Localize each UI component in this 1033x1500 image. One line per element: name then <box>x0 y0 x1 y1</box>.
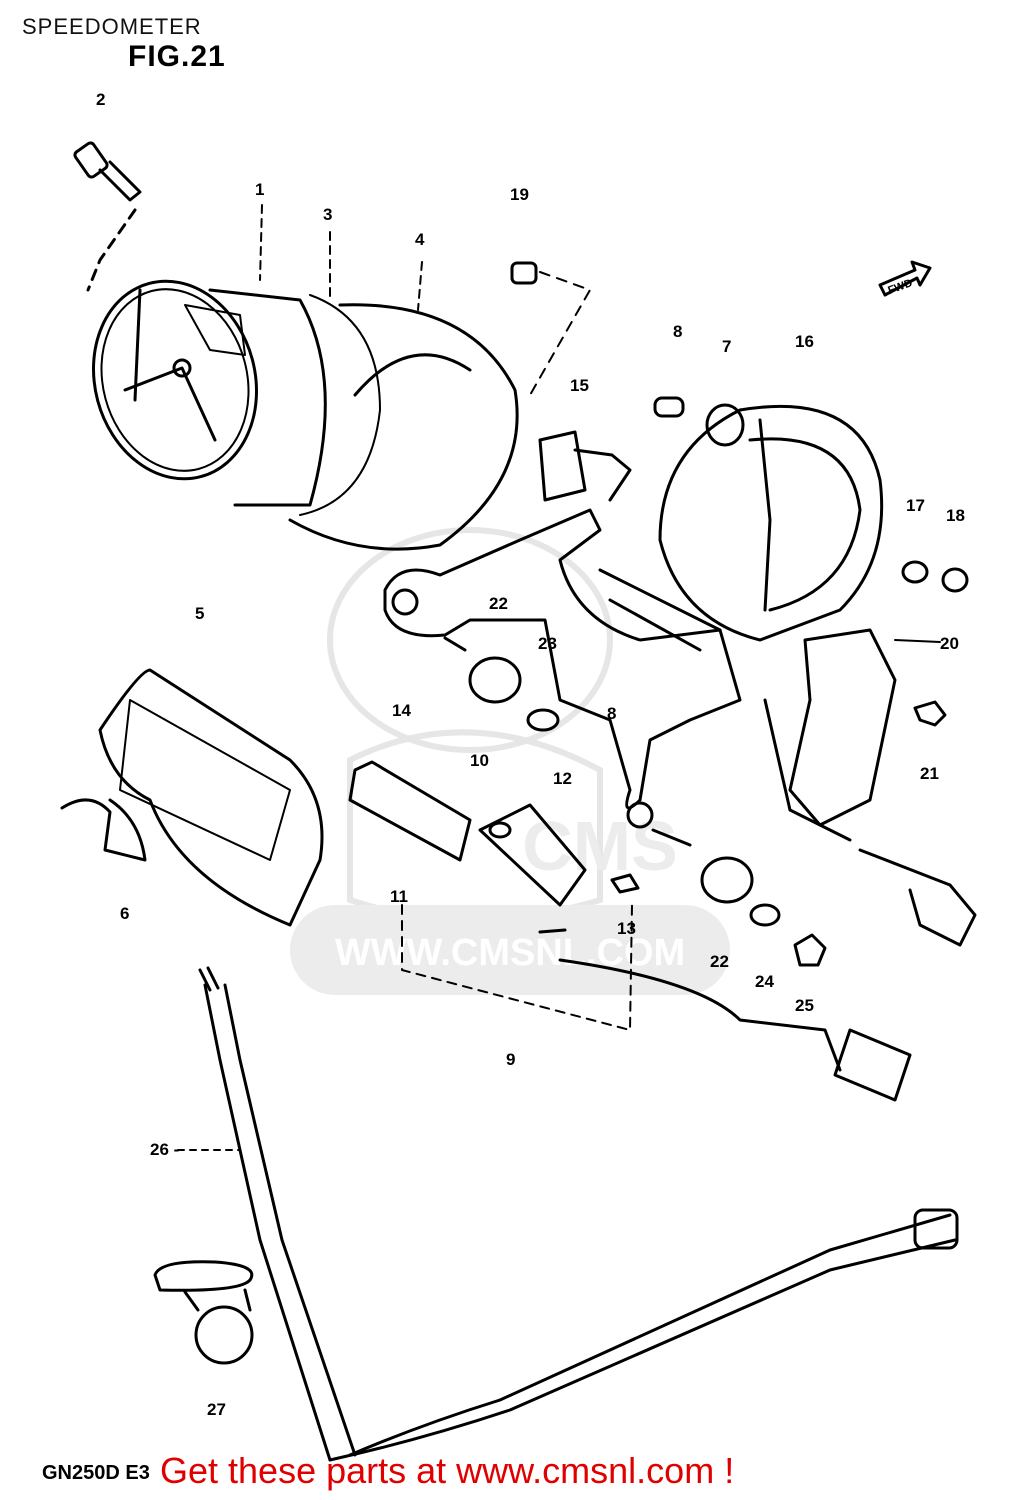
forward-arrow-icon: FWD <box>878 260 932 297</box>
bulb-part-10 <box>488 821 512 839</box>
callout-5: 5 <box>195 604 205 623</box>
callout-23: 23 <box>538 634 557 653</box>
washer-part-17 <box>901 560 929 584</box>
watermark-logo: CMS <box>522 807 678 885</box>
callout-9: 9 <box>506 1050 516 1069</box>
socket-part-7 <box>705 403 745 447</box>
cable-guide-part-27 <box>153 1260 254 1365</box>
speedometer-meter-part-1 <box>92 279 327 507</box>
washer-part-23 <box>526 708 560 732</box>
gasket-ring-part-3 <box>299 294 381 516</box>
cushion-part-22-a <box>468 656 522 704</box>
nut-part-18 <box>941 567 969 593</box>
nut-part-25 <box>793 933 827 967</box>
callout-21: 21 <box>920 764 939 783</box>
grommet-part-19 <box>510 261 538 285</box>
indicator-panel-part-5 <box>98 668 324 927</box>
callout-8b: 8 <box>607 704 617 723</box>
callout-22a: 22 <box>489 594 508 613</box>
callout-26: 26 - <box>150 1140 180 1159</box>
promo-link[interactable]: Get these parts at www.cmsnl.com ! <box>160 1450 735 1491</box>
callout-2: 2 <box>96 90 106 109</box>
callout-17: 17 <box>906 496 925 515</box>
mount-bracket-part-20 <box>763 628 977 947</box>
callout-15: 15 <box>570 376 589 395</box>
bulb-socket-part-2 <box>73 141 142 202</box>
callout-25: 25 <box>795 996 814 1015</box>
watermark-url: WWW.CMSNL.COM <box>335 932 685 974</box>
screw-part-21 <box>913 700 947 727</box>
meter-bracket-part-14 <box>383 508 742 847</box>
callout-12: 12 <box>553 769 572 788</box>
callout-24: 24 <box>755 972 774 991</box>
callout-22b: 22 <box>710 952 729 971</box>
callout-8a: 8 <box>673 322 683 341</box>
model-code: GN250D E3 <box>42 1462 150 1484</box>
indicator-housing-part-16 <box>658 404 884 642</box>
callout-14: 14 <box>392 701 411 720</box>
callout-7: 7 <box>722 337 732 356</box>
cushion-part-22-b <box>700 856 754 904</box>
diagram-title: SPEEDOMETER <box>22 14 202 39</box>
connector-part-9 <box>833 1028 912 1102</box>
callout-3: 3 <box>323 205 333 224</box>
callout-20: 20 <box>940 634 959 653</box>
watermark: WWW.CMSNL.COM CMS <box>290 527 730 995</box>
callout-1: 1 <box>255 180 265 199</box>
callout-4: 4 <box>415 230 425 249</box>
callout-16: 16 <box>795 332 814 351</box>
bulb-part-8 <box>653 396 685 418</box>
callout-18: 18 <box>946 506 965 525</box>
lamp-holder-part-11 <box>348 760 472 862</box>
callout-19: 19 <box>510 185 529 204</box>
figure-number: FIG.21 <box>128 40 226 73</box>
callout-10: 10 <box>470 751 489 770</box>
clip-part-6 <box>60 798 147 862</box>
callout-27: 27 <box>207 1400 226 1419</box>
callout-13: 13 <box>617 919 636 938</box>
meter-case-part-4 <box>288 303 519 551</box>
speedometer-cable-part-26 <box>198 966 959 1462</box>
washer-part-24 <box>749 903 781 927</box>
bracket-cap-part-15 <box>538 430 632 502</box>
screw-part-13 <box>610 873 640 894</box>
socket-part-12 <box>478 803 587 907</box>
callout-6: 6 <box>120 904 130 923</box>
callout-11: 11 <box>390 887 408 906</box>
